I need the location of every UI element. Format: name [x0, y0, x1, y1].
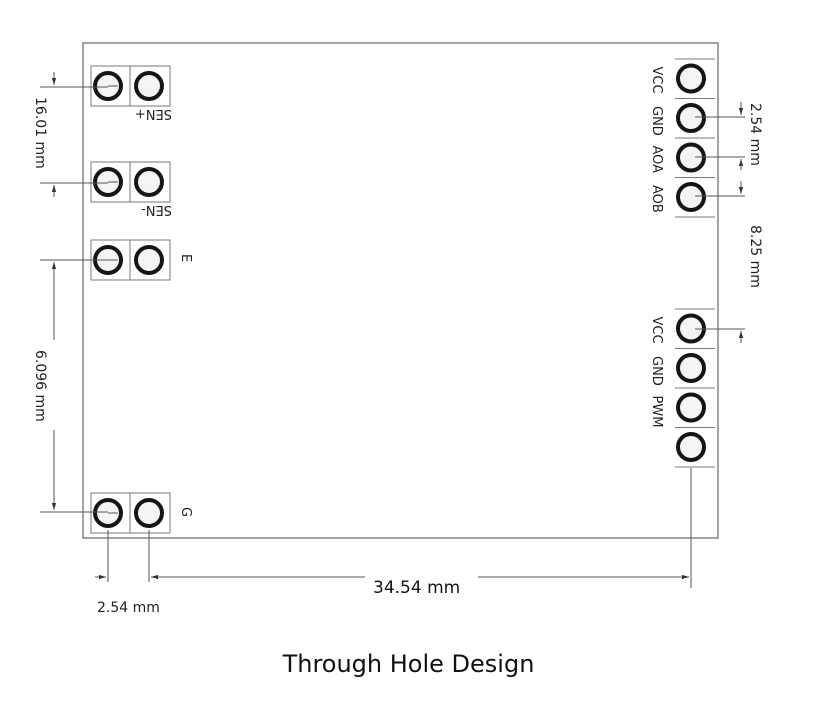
header-label: E	[178, 254, 193, 262]
dimension-sen-spacing: 16.01 mm	[32, 72, 108, 197]
pad-icon	[676, 182, 706, 212]
dimension-header-gap: 8.25 mm	[695, 225, 763, 343]
diagram-title: Through Hole Design	[282, 650, 535, 678]
pin-label: PWM	[649, 396, 664, 428]
pad-icon	[676, 63, 706, 94]
header-label: G	[178, 507, 193, 517]
header-right-1: VCC GND AOA AOB	[649, 58, 715, 218]
pad-icon	[134, 71, 164, 101]
header-label: SEN+	[135, 106, 172, 121]
pad-icon	[676, 353, 706, 383]
dimension-label-right-pitch: 2.54 mm	[747, 103, 763, 166]
pin-label: GND	[649, 356, 664, 386]
dimension-bottom: 34.54 mm 2.54 mm	[95, 468, 692, 616]
header-label: SEN-	[141, 202, 172, 217]
pad-icon	[676, 392, 706, 423]
dimension-label-sen: 16.01 mm	[32, 97, 48, 169]
pad-icon	[134, 245, 164, 275]
header-right-2: VCC GND PWM	[649, 308, 715, 468]
dimension-label-gap: 8.25 mm	[747, 225, 763, 288]
pin-label: AOB	[649, 185, 664, 213]
pad-icon	[676, 432, 706, 462]
dimension-e-g-spacing: 6.096 mm	[32, 259, 108, 513]
board-outline	[82, 42, 719, 539]
pad-icon	[134, 498, 164, 528]
dimension-label-left-pitch: 2.54 mm	[97, 600, 160, 616]
dimension-label-e-g: 6.096 mm	[32, 350, 48, 422]
header-g: G	[90, 492, 193, 534]
pad-icon	[134, 167, 164, 197]
pin-label: VCC	[649, 67, 664, 94]
pin-label: GND	[649, 106, 664, 136]
dimension-label-span: 34.54 mm	[373, 578, 460, 598]
header-senplus: SEN+	[90, 65, 172, 121]
right-headers: VCC GND AOA AOB VCC GND PWM	[649, 58, 715, 468]
header-senminus: SEN-	[90, 161, 172, 217]
pin-label: AOA	[649, 146, 664, 174]
pad-icon	[676, 103, 706, 133]
dimension-right-pitch: 2.54 mm	[695, 102, 763, 197]
pin-label: VCC	[649, 317, 664, 344]
